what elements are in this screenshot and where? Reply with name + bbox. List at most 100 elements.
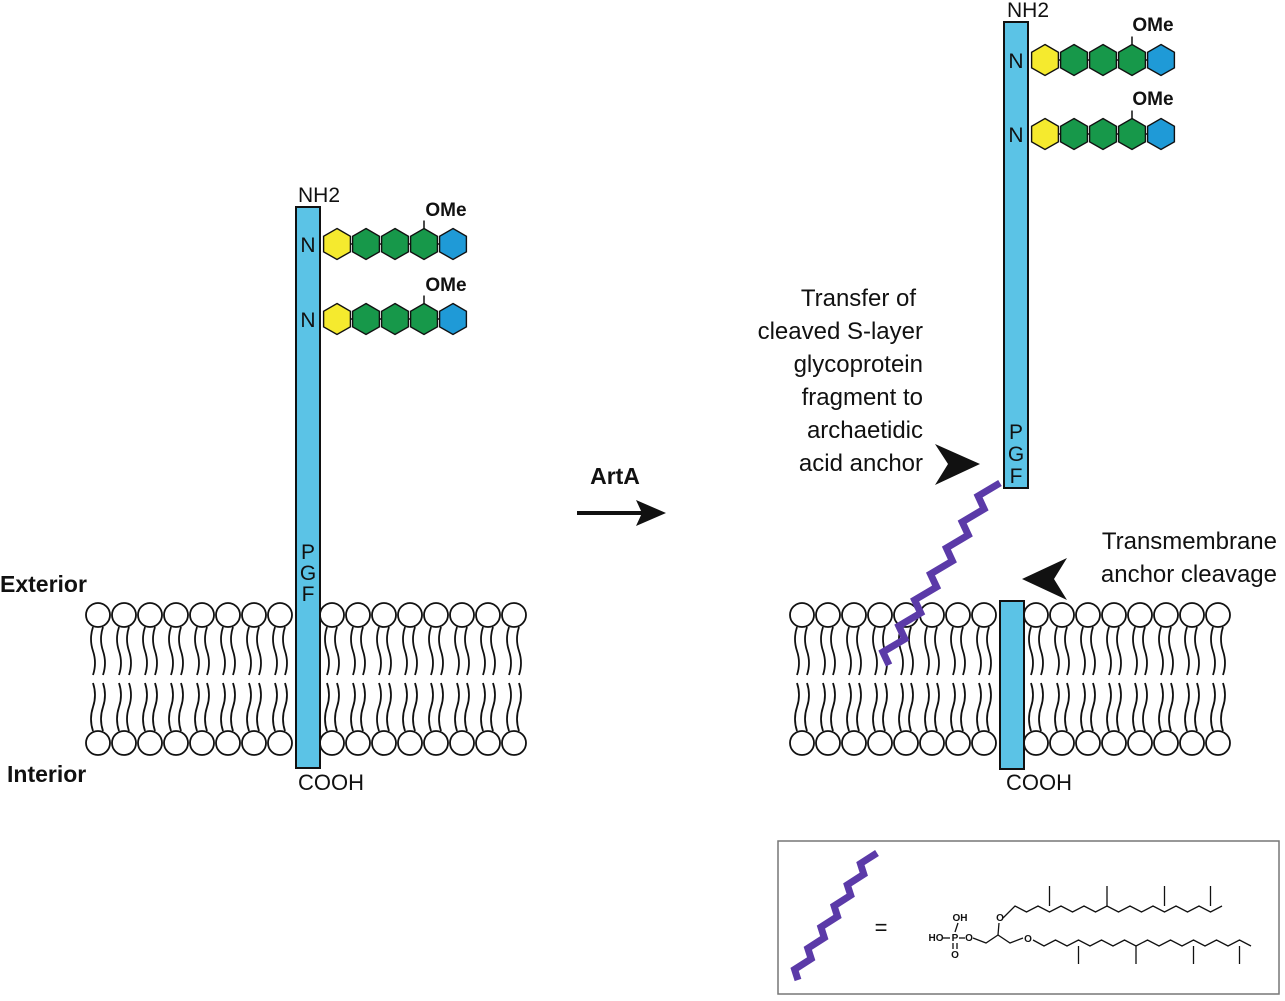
lipid-head bbox=[893, 730, 919, 756]
lipid-head bbox=[423, 730, 449, 756]
structure-bonds bbox=[943, 886, 1252, 964]
hexose-residue-4 bbox=[409, 227, 439, 261]
lipid-head bbox=[1205, 602, 1231, 628]
lipid-tail bbox=[1210, 682, 1216, 732]
methoxy-label-left-2: OMe bbox=[425, 275, 466, 296]
lipid-head bbox=[1101, 730, 1127, 756]
hexose-residue-1 bbox=[1030, 117, 1060, 151]
hexose-residue-5 bbox=[438, 227, 468, 261]
lipid-tail bbox=[246, 682, 252, 732]
lipid-tail bbox=[516, 682, 522, 732]
lipid-head bbox=[475, 730, 501, 756]
lipid-head bbox=[189, 602, 215, 628]
n-terminus-label-right: NH2 bbox=[1007, 0, 1049, 22]
bond-p-oh bbox=[954, 922, 959, 933]
lipid-tail bbox=[350, 626, 356, 676]
lipid-tail bbox=[246, 626, 252, 676]
lipid-head bbox=[867, 602, 893, 628]
lipid-tail bbox=[1158, 682, 1164, 732]
motif-letter-p-left: P bbox=[301, 541, 315, 564]
lipid-head bbox=[163, 602, 189, 628]
lipid-tail bbox=[142, 626, 148, 676]
transfer-annotation-line-4: fragment to bbox=[802, 384, 923, 411]
lipid-tail bbox=[204, 626, 210, 676]
lipid-tail bbox=[428, 626, 434, 676]
lipid-tail bbox=[220, 682, 226, 732]
lipid-head bbox=[1179, 602, 1205, 628]
hexose-residue-4 bbox=[1117, 43, 1147, 77]
lipid-tail bbox=[1132, 682, 1138, 732]
lipid-tail bbox=[1080, 682, 1086, 732]
lipid-tail bbox=[1142, 626, 1148, 676]
lipid-tail bbox=[272, 626, 278, 676]
lipid-tail bbox=[402, 682, 408, 732]
lipid-tail bbox=[1064, 682, 1070, 732]
lipid-head bbox=[189, 730, 215, 756]
structure-ether-oxygen-upper: O bbox=[996, 913, 1004, 924]
archaetidic-acid-anchor bbox=[878, 479, 1002, 667]
cleavage-annotation: Transmembrane anchor cleavage bbox=[1101, 528, 1277, 588]
membrane-bilayer-right bbox=[789, 602, 1231, 756]
legend-anchor-symbol bbox=[790, 850, 879, 982]
lipid-head bbox=[241, 602, 267, 628]
lipid-head bbox=[971, 730, 997, 756]
lipid-tail bbox=[480, 626, 486, 676]
lipid-head bbox=[371, 602, 397, 628]
lipid-tail bbox=[480, 682, 486, 732]
lipid-tail bbox=[506, 682, 512, 732]
lipid-head bbox=[137, 602, 163, 628]
lipid-tail bbox=[194, 626, 200, 676]
lipid-tail bbox=[1220, 626, 1226, 676]
lipid-head bbox=[267, 730, 293, 756]
lipid-head bbox=[215, 730, 241, 756]
lipid-tail bbox=[490, 626, 496, 676]
lipid-head bbox=[1075, 730, 1101, 756]
lipid-tail bbox=[1106, 682, 1112, 732]
lipid-tail bbox=[1054, 626, 1060, 676]
lipid-tail bbox=[1116, 626, 1122, 676]
lipid-head bbox=[267, 602, 293, 628]
lipid-tail bbox=[960, 682, 966, 732]
lipid-tail bbox=[1158, 626, 1164, 676]
lipid-tail bbox=[820, 682, 826, 732]
lipid-tail bbox=[820, 626, 826, 676]
lipid-tail bbox=[1054, 682, 1060, 732]
hexose-residue-5 bbox=[438, 302, 468, 336]
lipid-tail bbox=[1168, 682, 1174, 732]
lipid-tail bbox=[90, 682, 96, 732]
lipid-tail bbox=[168, 626, 174, 676]
lipid-tail bbox=[412, 682, 418, 732]
lipid-head bbox=[111, 730, 137, 756]
protein-chain-left bbox=[295, 206, 321, 769]
lipid-tail bbox=[142, 682, 148, 732]
lipid-head bbox=[1127, 730, 1153, 756]
hexose-residue-1 bbox=[322, 302, 352, 336]
lipid-tail bbox=[1184, 626, 1190, 676]
isoprenoid-branches-lower bbox=[1077, 946, 1241, 964]
lipid-tail bbox=[830, 626, 836, 676]
lipid-tail bbox=[1090, 626, 1096, 676]
lipid-tail bbox=[1090, 682, 1096, 732]
structure-hydroxyl-left: HO bbox=[929, 933, 944, 944]
glycan-chain-right-2 bbox=[1030, 110, 1176, 151]
lipid-tail bbox=[194, 682, 200, 732]
lipid-head bbox=[1179, 730, 1205, 756]
asparagine-label-right-2: N bbox=[1008, 124, 1023, 147]
lipid-tail bbox=[350, 682, 356, 732]
asparagine-label-right-1: N bbox=[1008, 50, 1023, 73]
lipid-tail bbox=[506, 626, 512, 676]
lipid-tail bbox=[846, 682, 852, 732]
lipid-tail bbox=[464, 682, 470, 732]
enzyme-label: ArtA bbox=[590, 463, 640, 489]
transfer-pointer-arrowhead bbox=[935, 444, 980, 485]
lipid-tail bbox=[324, 626, 330, 676]
lipid-head bbox=[1101, 602, 1127, 628]
bond-glycerol-upper-ether bbox=[997, 922, 1000, 936]
lipid-head bbox=[449, 602, 475, 628]
lipid-head bbox=[371, 730, 397, 756]
lipid-head bbox=[163, 730, 189, 756]
lipid-tail bbox=[454, 626, 460, 676]
lipid-tail bbox=[1116, 682, 1122, 732]
hexose-residue-4 bbox=[1117, 117, 1147, 151]
lipid-tail bbox=[924, 682, 930, 732]
